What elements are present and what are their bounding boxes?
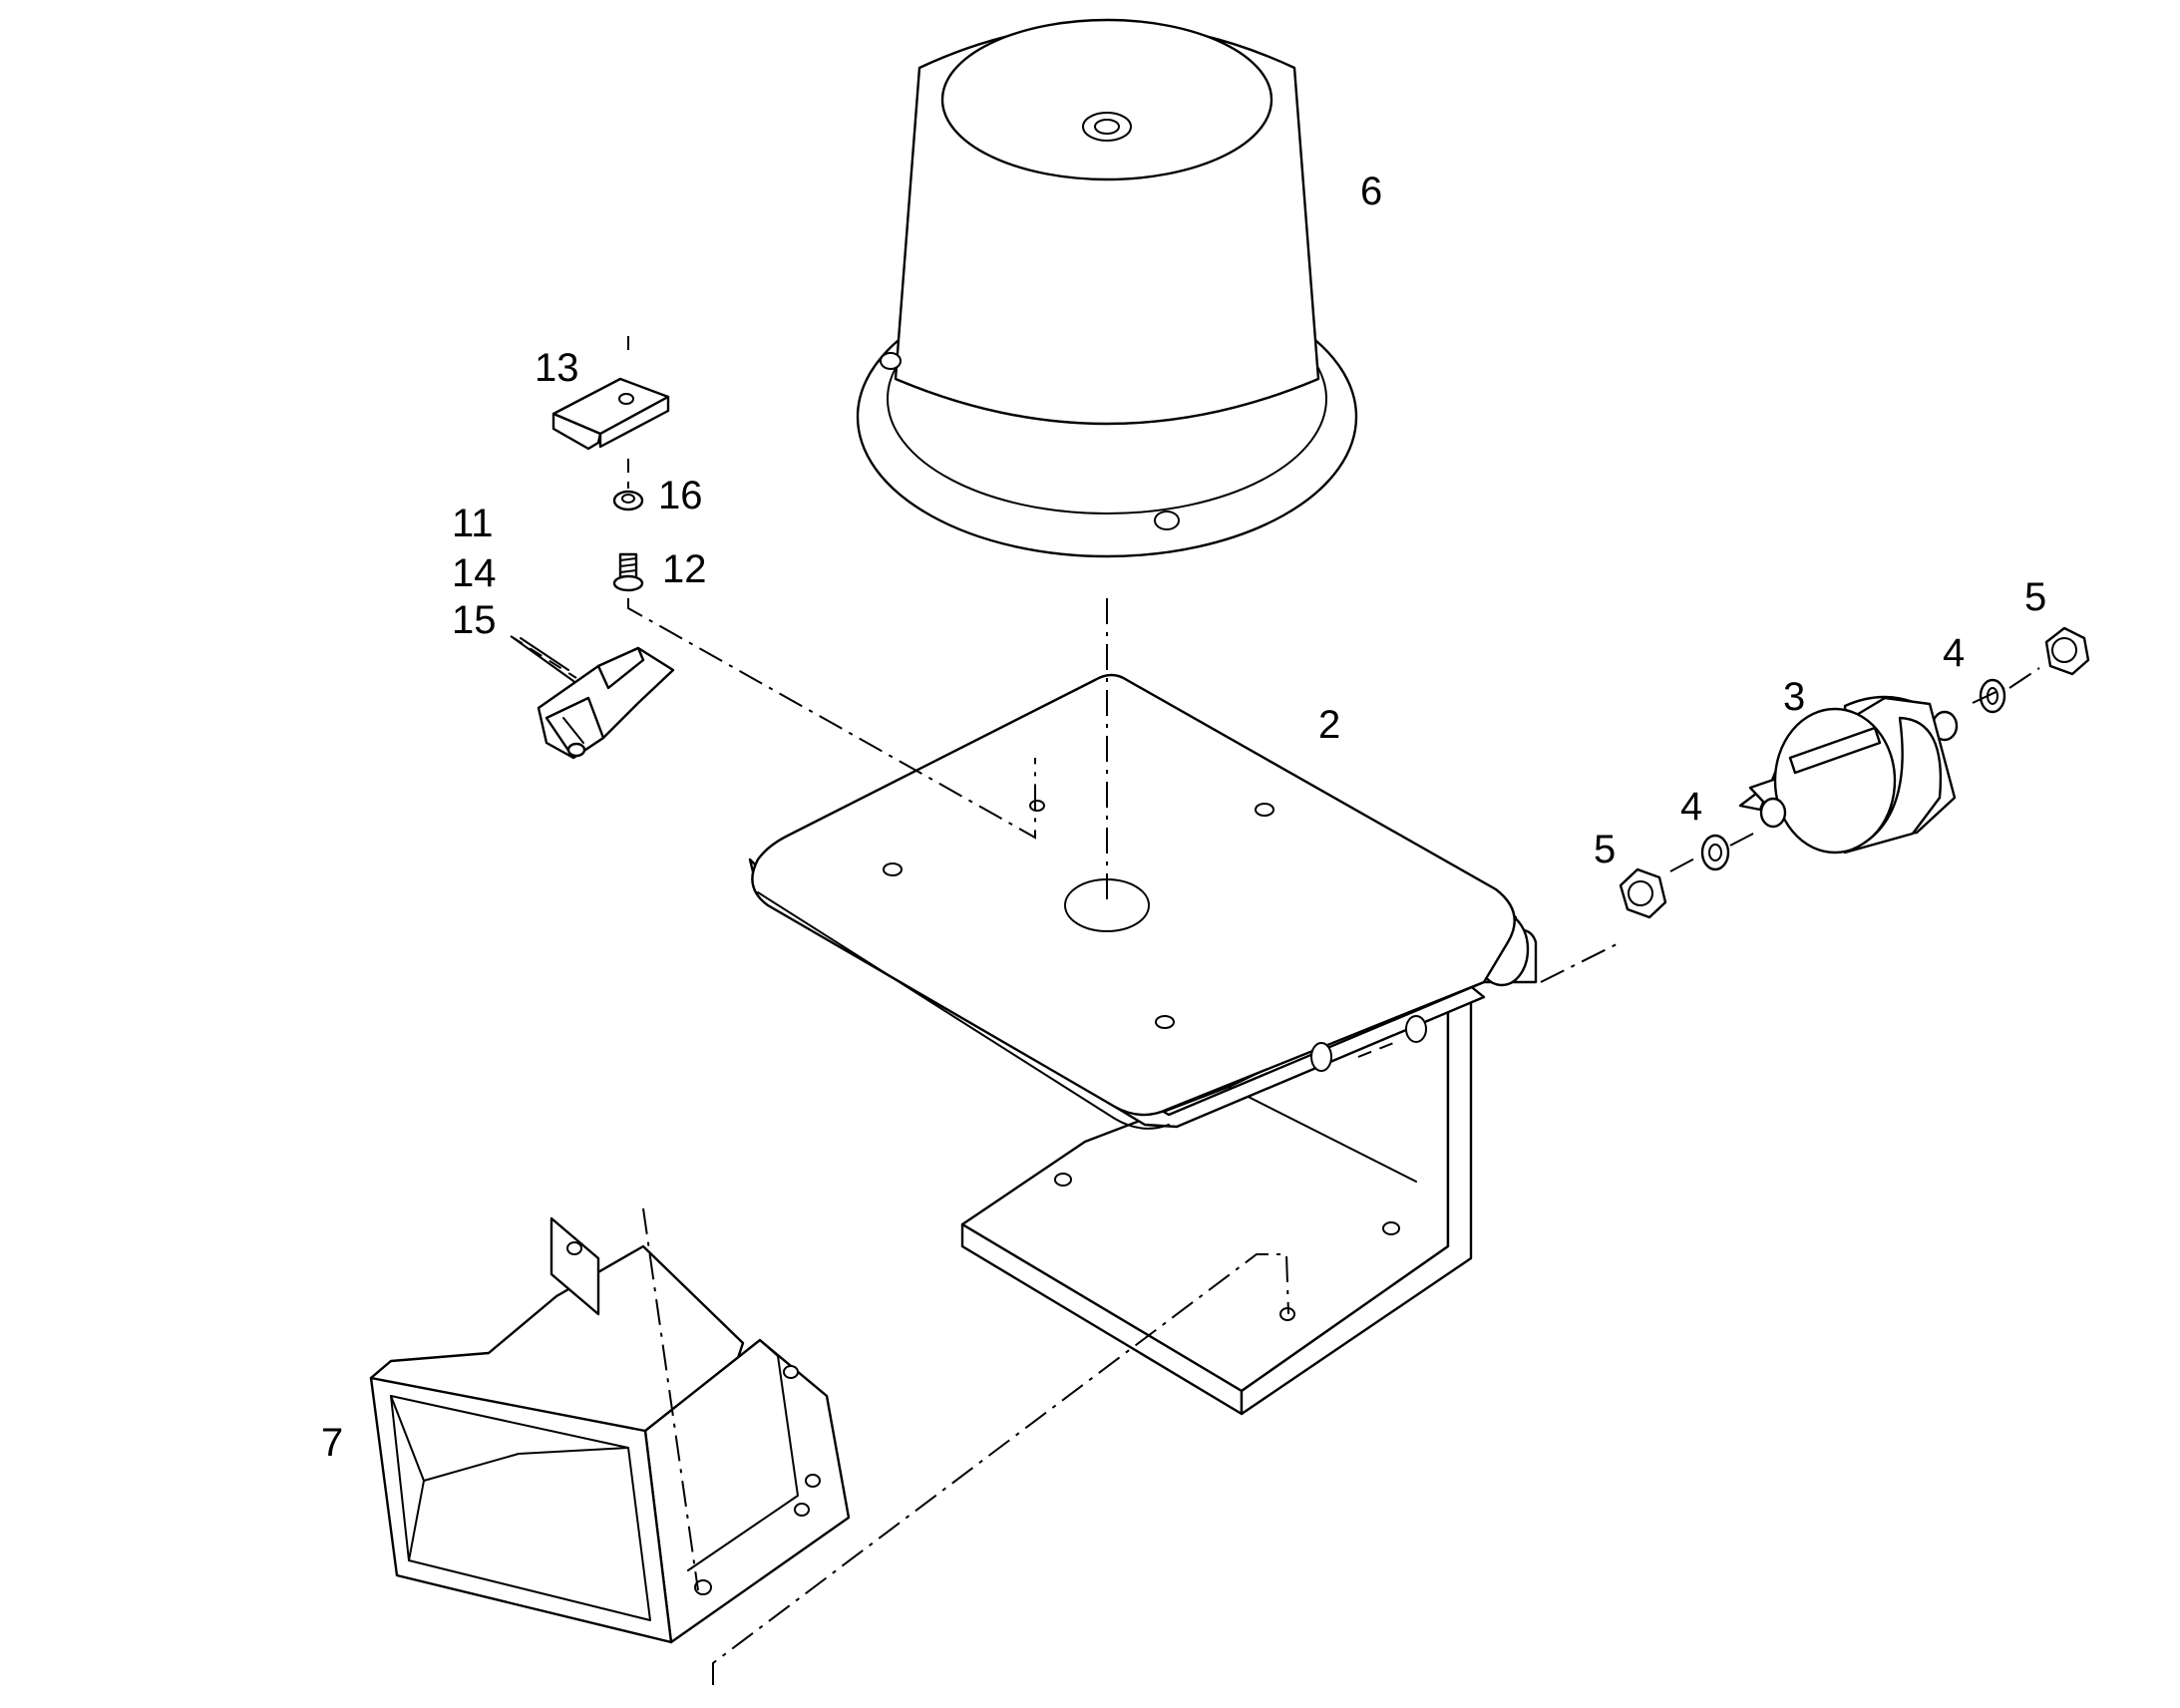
callout-15: 15 bbox=[452, 598, 497, 642]
callout-7: 7 bbox=[321, 1421, 343, 1465]
callout-14: 14 bbox=[452, 551, 497, 595]
part-5-nut-upper bbox=[2044, 626, 2090, 676]
horn-axis-vertical bbox=[642, 1207, 699, 1591]
callout-6: 6 bbox=[1360, 170, 1382, 213]
callout-5-upper: 5 bbox=[2024, 575, 2046, 619]
mount-axis-lower bbox=[1540, 832, 1756, 983]
callout-2: 2 bbox=[1318, 703, 1340, 747]
part-4-washer-lower bbox=[1700, 834, 1730, 871]
part-2-mounting-bracket bbox=[748, 673, 1538, 1416]
callout-4-upper: 4 bbox=[1943, 631, 1965, 675]
dome-tab-left bbox=[880, 352, 902, 370]
part-13-clip bbox=[551, 377, 670, 451]
horn-axis-diagonal bbox=[712, 1253, 1289, 1685]
part-7-horn-bracket bbox=[369, 1216, 851, 1644]
part-4-washer-upper bbox=[1979, 678, 2006, 714]
mount-axis-upper bbox=[1972, 667, 2040, 704]
part-15-connector bbox=[537, 646, 675, 760]
part-3-rubber-mount bbox=[1738, 695, 1959, 854]
part-6-beacon-dome bbox=[856, 18, 1358, 558]
dome-tab-front bbox=[1154, 511, 1180, 530]
clip-screw-axis bbox=[627, 598, 1036, 840]
callout-labels: 6 13 16 11 14 12 15 2 3 4 5 4 5 7 bbox=[321, 170, 2046, 1465]
callout-12: 12 bbox=[662, 547, 707, 591]
callout-11: 11 bbox=[452, 502, 494, 545]
assembly-lines bbox=[510, 336, 2040, 1685]
callout-5-lower: 5 bbox=[1594, 828, 1616, 871]
part-16-lock-washer bbox=[612, 490, 644, 512]
part-5-nut-lower bbox=[1619, 867, 1667, 919]
part-12-screw bbox=[612, 552, 644, 592]
callout-3: 3 bbox=[1783, 675, 1805, 719]
callout-13: 13 bbox=[535, 346, 579, 390]
callout-15-leader bbox=[513, 637, 574, 682]
callout-16: 16 bbox=[658, 474, 703, 517]
callout-4-lower: 4 bbox=[1680, 785, 1702, 829]
